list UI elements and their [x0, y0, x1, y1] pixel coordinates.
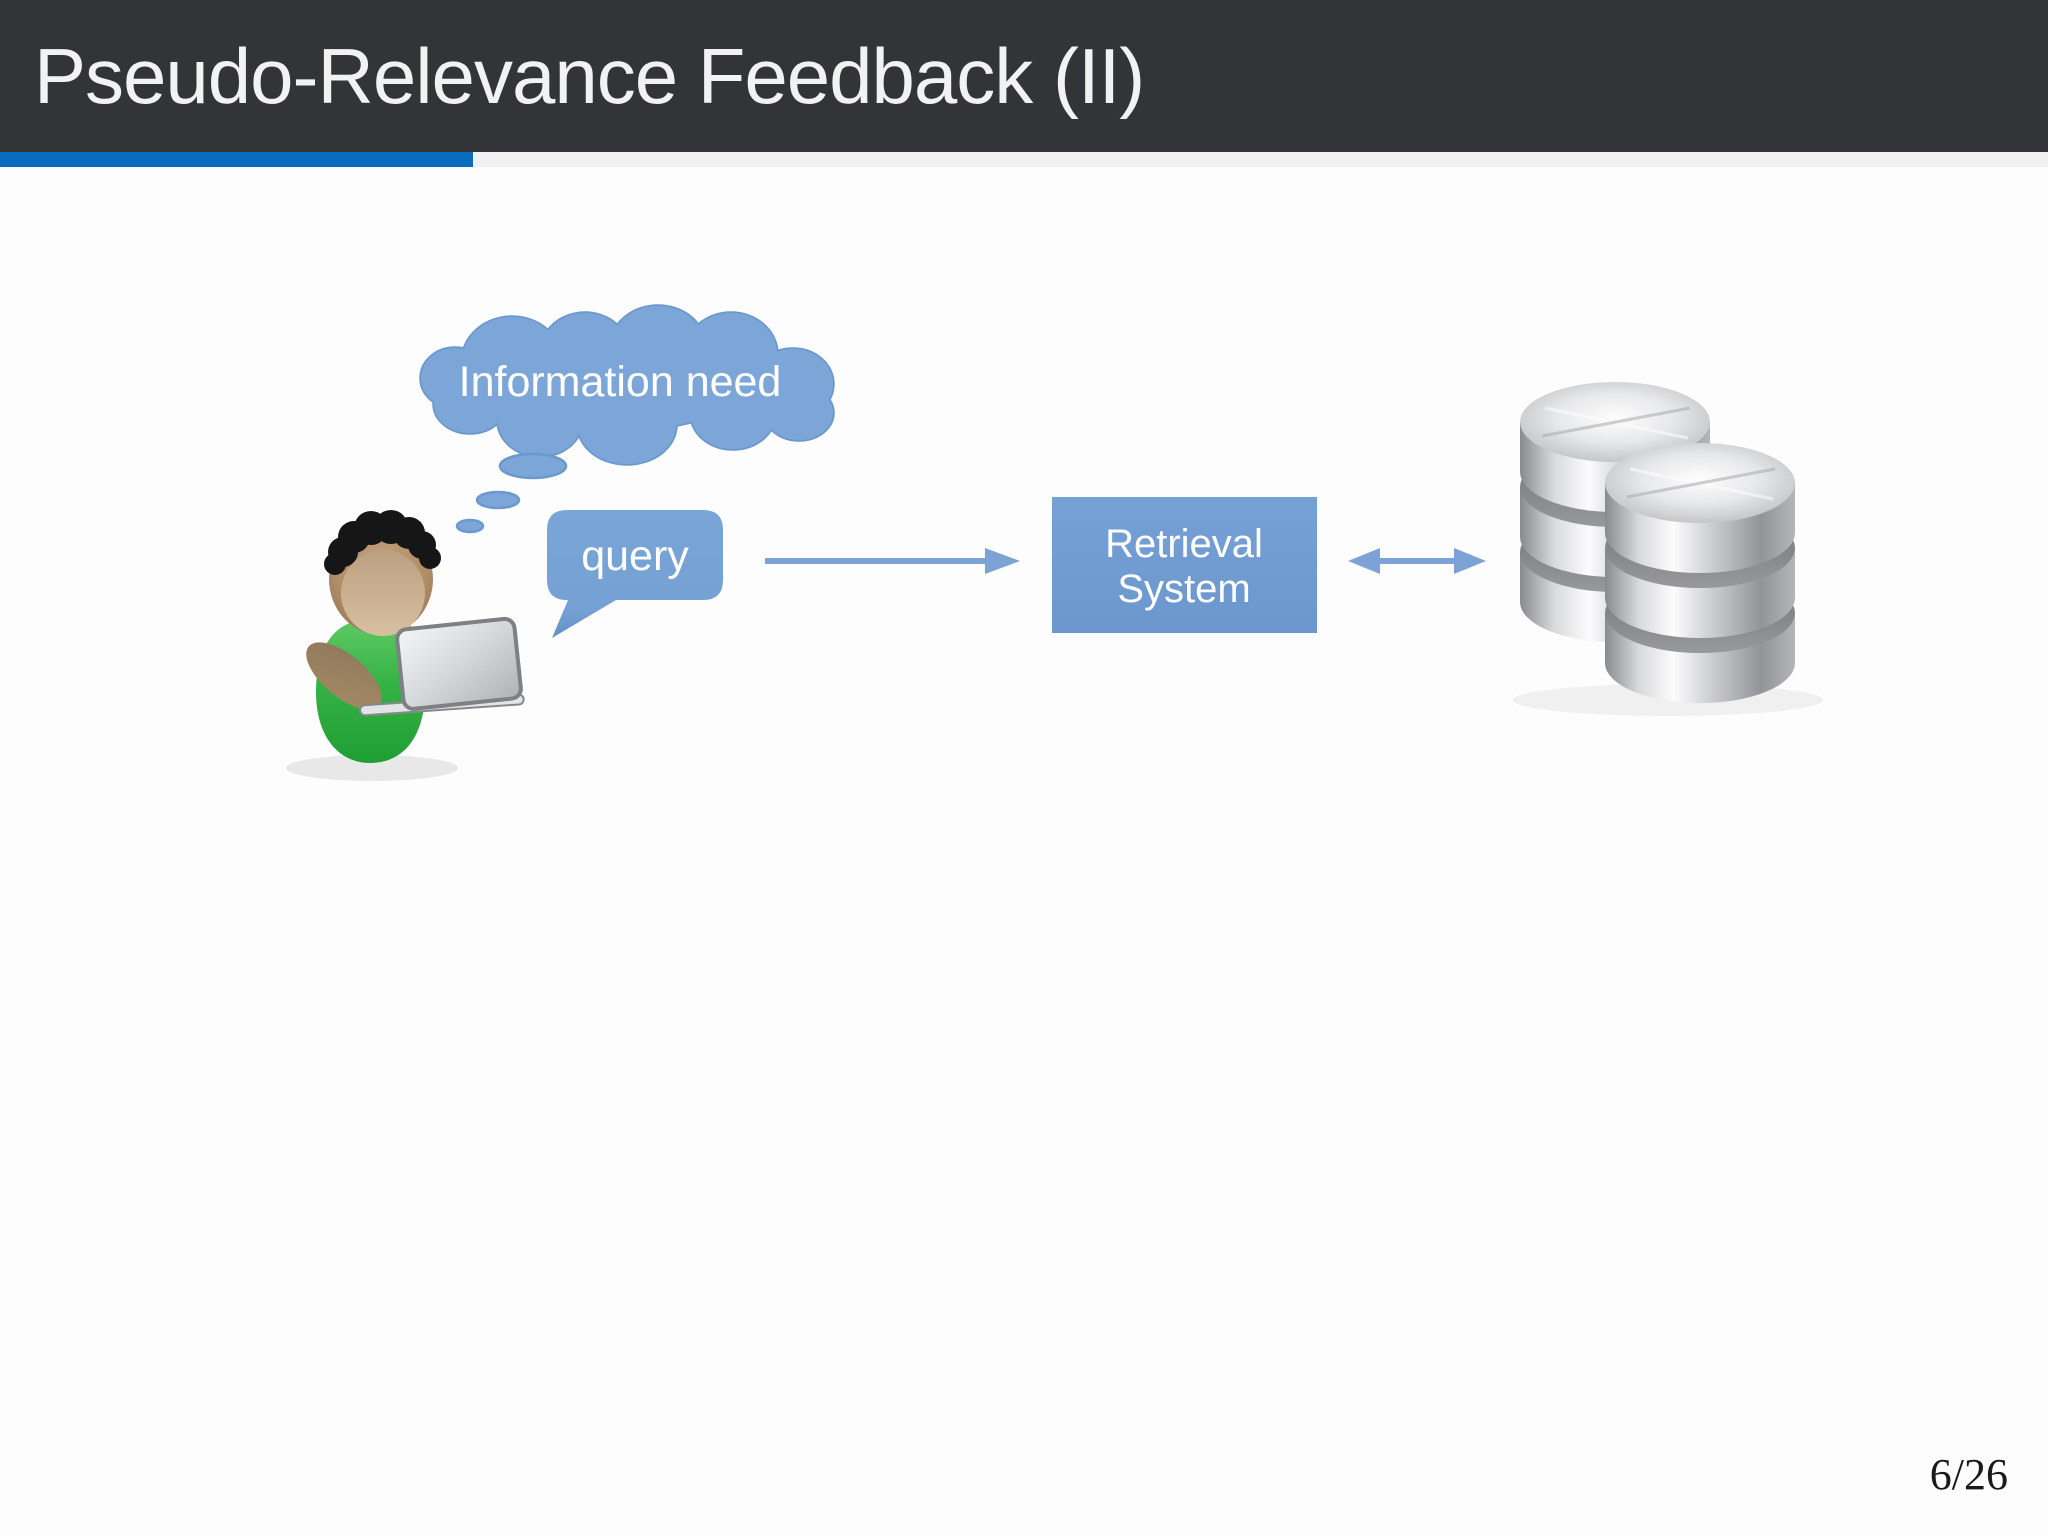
hair — [324, 510, 441, 575]
thought-cloud-icon: Information need — [419, 304, 835, 534]
progress-bar-fill — [0, 152, 473, 167]
thought-trail-dots — [455, 452, 568, 534]
slide-title: Pseudo-Relevance Feedback (II) — [34, 31, 1145, 120]
database-icon — [1513, 380, 1823, 716]
retrieval-box-line1: Retrieval — [1105, 522, 1263, 566]
laptop-icon — [359, 616, 525, 717]
user-icon — [286, 510, 525, 781]
query-speech-bubble: query — [547, 510, 723, 638]
arrow-right-icon — [765, 548, 1020, 574]
page-number: 6/26 — [1929, 1450, 2008, 1499]
thought-cloud-label: Information need — [459, 358, 782, 406]
diagram-canvas: Information need — [286, 304, 1823, 781]
double-arrow-icon — [1348, 548, 1486, 574]
slide-header: Pseudo-Relevance Feedback (II) — [0, 0, 2048, 152]
retrieval-box-line2: System — [1117, 567, 1250, 611]
progress-bar — [0, 152, 2048, 167]
retrieval-system-box: Retrieval System — [1052, 497, 1317, 633]
query-bubble-label: query — [581, 532, 689, 580]
